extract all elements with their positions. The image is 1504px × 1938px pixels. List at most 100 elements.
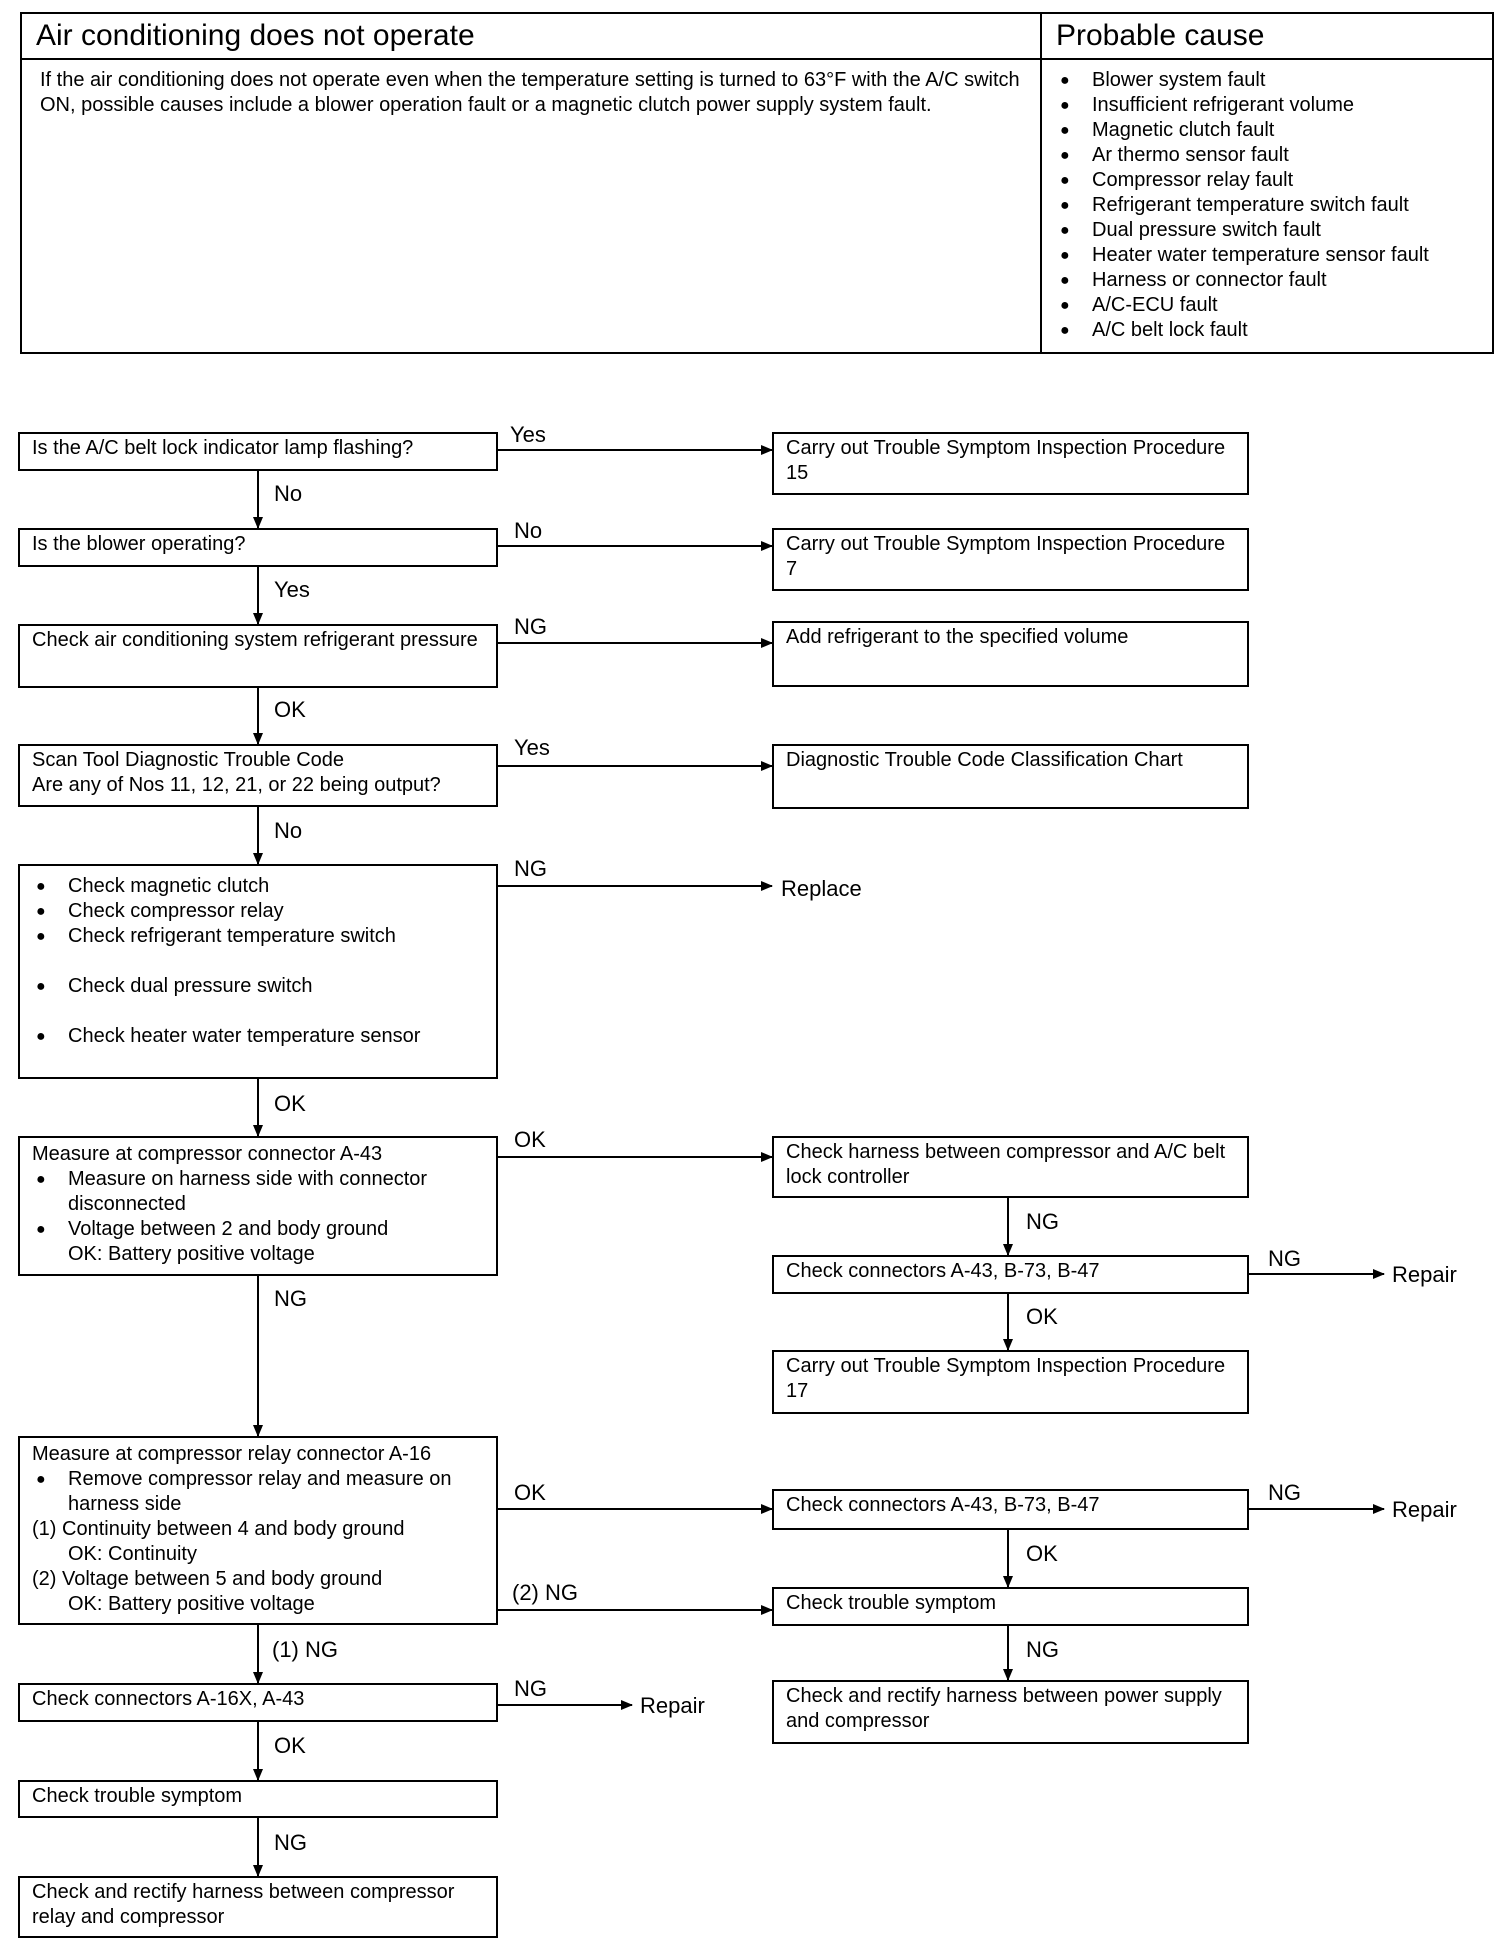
procedure-17-box: Carry out Trouble Symptom Inspection Pro… [772, 1350, 1249, 1414]
scan-tool-line-2: Are any of Nos 11, 12, 21, or 22 being o… [32, 774, 441, 796]
measure-a16-item-1-ok: OK: Continuity [68, 1543, 197, 1565]
cause-title: Probable cause [1042, 14, 1492, 60]
label-ng-8: NG [1026, 1637, 1059, 1662]
check-connectors-1: Check connectors A-43, B-73, B-47 [786, 1260, 1100, 1282]
label-yes-2: Yes [274, 577, 310, 602]
cause-item: Refrigerant temperature switch fault [1060, 193, 1492, 218]
measure-a16-item-1: (1) Continuity between 4 and body ground [32, 1518, 405, 1540]
label-ok-6: OK [1026, 1541, 1058, 1566]
label-ng-5: NG [274, 1286, 307, 1311]
cause-column: Probable cause Blower system fault Insuf… [1042, 14, 1492, 352]
procedure-17: Carry out Trouble Symptom Inspection Pro… [786, 1355, 1226, 1402]
measure-a43-bullet-1: Measure on harness side with connector d… [32, 1167, 484, 1217]
measure-a16-bullet-1: Remove compressor relay and measure on h… [32, 1467, 484, 1517]
rectify-power-box: Check and rectify harness between power … [772, 1680, 1249, 1744]
symptom-title: Air conditioning does not operate [22, 14, 1040, 60]
measure-a16-title: Measure at compressor relay connector A-… [32, 1443, 432, 1465]
label-no-2: No [514, 518, 543, 543]
measure-a16-box: Measure at compressor relay connector A-… [18, 1436, 498, 1625]
label-ok-3: OK [514, 1127, 546, 1152]
procedure-15: Carry out Trouble Symptom Inspection Pro… [786, 437, 1226, 484]
label-ng-9: (1) NG [272, 1637, 338, 1662]
measure-a43-box: Measure at compressor connector A-43 Mea… [18, 1136, 498, 1276]
check-item: Check magnetic clutch [32, 874, 484, 899]
replace-label: Replace [781, 876, 862, 901]
repair-label-1: Repair [1392, 1262, 1457, 1287]
procedure-7-box: Carry out Trouble Symptom Inspection Pro… [772, 528, 1249, 591]
measure-a43-bullet-2: Voltage between 2 and body ground [32, 1217, 484, 1242]
cause-item: Ar thermo sensor fault [1060, 143, 1492, 168]
label-yes-3: Yes [514, 735, 550, 760]
component-checks-box: Check magnetic clutch Check compressor r… [18, 864, 498, 1079]
check-connectors-16x-box: Check connectors A-16X, A-43 [18, 1683, 498, 1722]
measure-a16-item-2-ok: OK: Battery positive voltage [68, 1593, 315, 1615]
label-ng-3: NG [1026, 1209, 1059, 1234]
cause-item: A/C-ECU fault [1060, 293, 1492, 318]
cause-item: Insufficient refrigerant volume [1060, 93, 1492, 118]
check-pressure: Check air conditioning system refrigeran… [32, 629, 478, 651]
procedure-15-box: Carry out Trouble Symptom Inspection Pro… [772, 432, 1249, 495]
rectify-relay-box: Check and rectify harness between compre… [18, 1876, 498, 1938]
check-connectors-2: Check connectors A-43, B-73, B-47 [786, 1494, 1100, 1516]
label-ng-6: NG [1268, 1480, 1301, 1505]
check-trouble-right: Check trouble symptom [786, 1592, 997, 1614]
procedure-7: Carry out Trouble Symptom Inspection Pro… [786, 533, 1226, 580]
check-trouble-left-box: Check trouble symptom [18, 1780, 498, 1818]
cause-item: Heater water temperature sensor fault [1060, 243, 1492, 268]
question-belt-lamp: Is the A/C belt lock indicator lamp flas… [32, 437, 414, 459]
check-harness-belt-box: Check harness between compressor and A/C… [772, 1136, 1249, 1198]
symptom-table: Air conditioning does not operate If the… [20, 12, 1494, 354]
check-item: Check dual pressure switch [32, 974, 484, 999]
repair-label-3: Repair [640, 1693, 705, 1718]
cause-item: Compressor relay fault [1060, 168, 1492, 193]
component-check-list: Check magnetic clutch Check compressor r… [32, 874, 484, 1049]
rectify-power: Check and rectify harness between power … [786, 1685, 1222, 1732]
repair-label-2: Repair [1392, 1497, 1457, 1522]
check-item: Check compressor relay [32, 899, 484, 924]
label-ng-7: (2) NG [512, 1580, 578, 1605]
question-blower: Is the blower operating? [32, 533, 246, 555]
label-ng-4: NG [1268, 1246, 1301, 1271]
label-ok-7: OK [274, 1733, 306, 1758]
check-item: Check heater water temperature sensor [32, 1024, 484, 1049]
cause-list: Blower system fault Insufficient refrige… [1042, 60, 1492, 343]
label-ok-2: OK [274, 1091, 306, 1116]
label-ok-1: OK [274, 697, 306, 722]
measure-a16-item-2: (2) Voltage between 5 and body ground [32, 1568, 383, 1590]
cause-item: Blower system fault [1060, 68, 1492, 93]
question-blower-box: Is the blower operating? [18, 528, 498, 567]
label-ng-11: NG [274, 1830, 307, 1855]
label-ng-2: NG [514, 856, 547, 881]
dtc-chart-box: Diagnostic Trouble Code Classification C… [772, 744, 1249, 809]
measure-a43-title: Measure at compressor connector A-43 [32, 1143, 383, 1165]
cause-item: Magnetic clutch fault [1060, 118, 1492, 143]
check-trouble-right-box: Check trouble symptom [772, 1587, 1249, 1626]
measure-a43-ok: OK: Battery positive voltage [68, 1243, 315, 1265]
add-refrigerant-box: Add refrigerant to the specified volume [772, 621, 1249, 687]
check-item: Check refrigerant temperature switch [32, 924, 484, 949]
label-yes-1: Yes [510, 422, 546, 447]
symptom-column: Air conditioning does not operate If the… [22, 14, 1042, 352]
check-connectors-2-box: Check connectors A-43, B-73, B-47 [772, 1489, 1249, 1530]
symptom-description: If the air conditioning does not operate… [40, 69, 1020, 116]
cause-item: Harness or connector fault [1060, 268, 1492, 293]
cause-item: Dual pressure switch fault [1060, 218, 1492, 243]
rectify-relay: Check and rectify harness between compre… [32, 1881, 455, 1928]
add-refrigerant: Add refrigerant to the specified volume [786, 626, 1129, 648]
check-trouble-left: Check trouble symptom [32, 1785, 243, 1807]
check-pressure-box: Check air conditioning system refrigeran… [18, 624, 498, 688]
label-ng-10: NG [514, 1676, 547, 1701]
label-no-3: No [274, 818, 303, 843]
label-ng-1: NG [514, 614, 547, 639]
scan-tool-box: Scan Tool Diagnostic Trouble Code Are an… [18, 744, 498, 807]
label-ok-5: OK [514, 1480, 546, 1505]
question-belt-lamp-box: Is the A/C belt lock indicator lamp flas… [18, 432, 498, 471]
label-no-1: No [274, 481, 303, 506]
check-connectors-1-box: Check connectors A-43, B-73, B-47 [772, 1255, 1249, 1294]
scan-tool-line-1: Scan Tool Diagnostic Trouble Code [32, 749, 345, 771]
label-ok-4: OK [1026, 1304, 1058, 1329]
cause-item: A/C belt lock fault [1060, 318, 1492, 343]
dtc-chart: Diagnostic Trouble Code Classification C… [786, 749, 1183, 771]
check-connectors-16x: Check connectors A-16X, A-43 [32, 1688, 305, 1710]
